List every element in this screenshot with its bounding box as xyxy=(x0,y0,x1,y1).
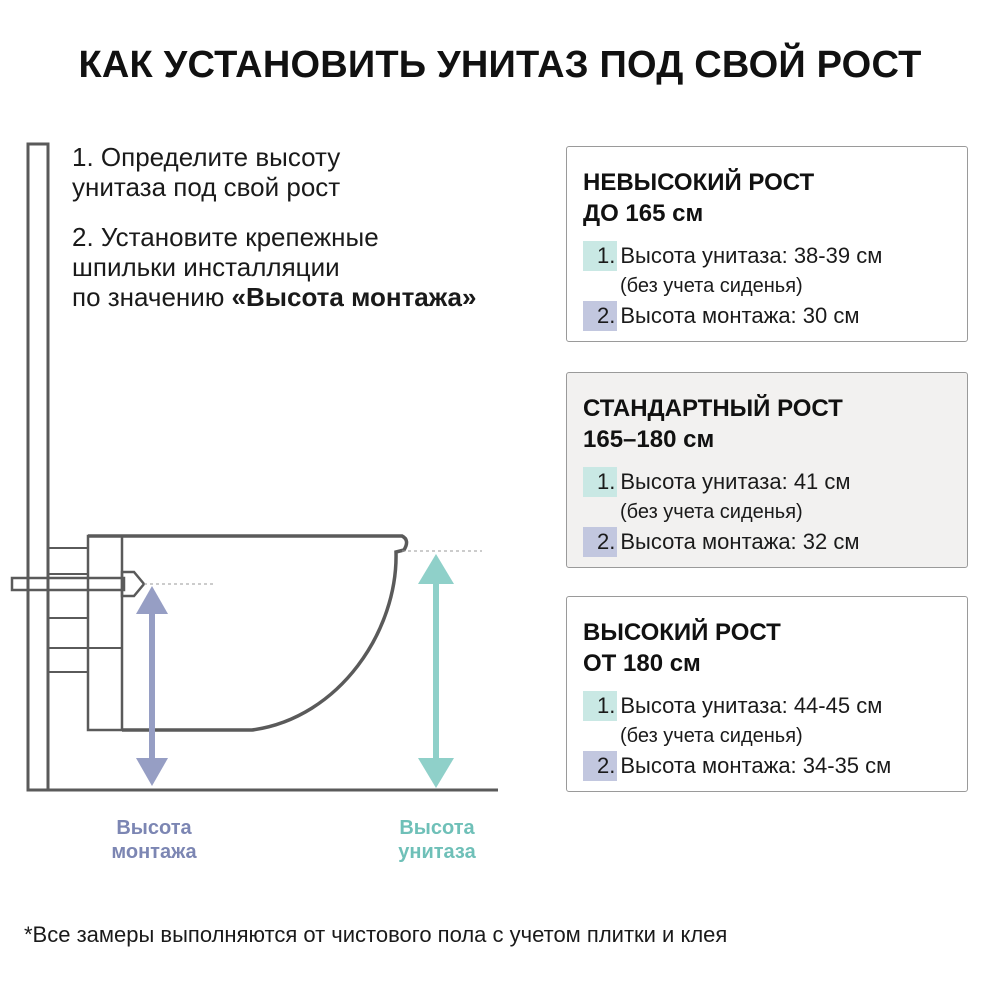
mount-height-label: Высота монтажа xyxy=(111,817,197,863)
card-short-height: НЕВЫСОКИЙ РОСТ ДО 165 см 1.Высота унитаз… xyxy=(566,146,968,342)
toilet-installation-diagram xyxy=(10,142,498,792)
page-title: КАК УСТАНОВИТЬ УНИТАЗ ПОД СВОЙ РОСТ xyxy=(78,44,922,86)
bowl-height-note: (без учета сиденья) xyxy=(620,501,803,523)
bowl-height-note: (без учета сиденья) xyxy=(620,725,803,747)
mounting-stud xyxy=(10,576,126,592)
instruction-step-2: 2. Установите крепежные шпильки инсталля… xyxy=(72,222,477,312)
installation-frame xyxy=(26,142,50,792)
card-heading: НЕВЫСОКИЙ РОСТ ДО 165 см xyxy=(583,169,815,227)
bowl-height-row: 1.Высота унитаза: 41 см xyxy=(583,467,953,497)
card-heading: ВЫСОКИЙ РОСТ ОТ 180 см xyxy=(583,619,781,677)
bowl-height-row: 1.Высота унитаза: 38-39 см xyxy=(583,241,953,271)
mount-height-arrow xyxy=(136,586,168,786)
footnote: *Все замеры выполняются от чистового пол… xyxy=(24,922,728,947)
bowl-height-label: Высота унитаза xyxy=(398,817,476,863)
card-standard-height: СТАНДАРТНЫЙ РОСТ 165–180 см 1.Высота уни… xyxy=(566,372,968,568)
instruction-step-1: 1. Определите высоту унитаза под свой ро… xyxy=(72,142,341,202)
card-tall-height: ВЫСОКИЙ РОСТ ОТ 180 см 1.Высота унитаза:… xyxy=(566,596,968,792)
wall-box xyxy=(86,534,124,732)
bowl-height-note: (без учета сиденья) xyxy=(620,275,803,297)
mount-height-row: 2.Высота монтажа: 30 см xyxy=(583,301,953,331)
instructions: 1. Определите высоту унитаза под свой ро… xyxy=(72,142,552,332)
mount-height-row: 2.Высота монтажа: 32 см xyxy=(583,527,953,557)
card-heading: СТАНДАРТНЫЙ РОСТ 165–180 см xyxy=(583,395,843,453)
toilet-bowl xyxy=(88,534,409,732)
stud-nut xyxy=(120,570,146,598)
bowl-height-arrow xyxy=(418,554,454,788)
mount-height-row: 2.Высота монтажа: 34-35 см xyxy=(583,751,953,781)
mount-height-emphasis: «Высота монтажа» xyxy=(231,282,477,312)
bowl-height-row: 1.Высота унитаза: 44-45 см xyxy=(583,691,953,721)
